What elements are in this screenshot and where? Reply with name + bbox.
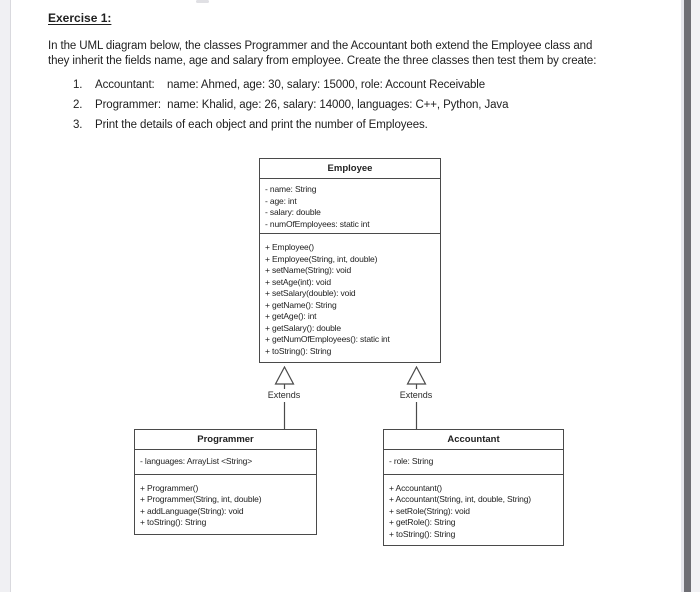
- uml-method-row: + Programmer(String, int, double): [140, 494, 262, 504]
- uml-method-row: + Programmer(): [140, 482, 199, 493]
- uml-method-row: + Accountant(): [389, 482, 442, 493]
- uml-field-row: - languages: ArrayList <String>: [140, 456, 253, 466]
- uml-method-row: + getAge(): int: [265, 311, 317, 321]
- uml-method-row: + getNumOfEmployees(): static int: [265, 334, 390, 344]
- uml-field-row: - age: int: [265, 195, 297, 206]
- uml-method-row: + getName(): String: [265, 299, 337, 310]
- list-item-text: Programmer: name: Khalid, age: 26, salar…: [95, 99, 509, 111]
- exercise-heading: Exercise 1:: [48, 11, 112, 25]
- uml-method-row: + Accountant(String, int, double, String…: [389, 494, 531, 504]
- clipped-text-artifact: [196, 0, 209, 3]
- intro-text-line: In the UML diagram below, the classes Pr…: [48, 40, 593, 52]
- uml-method-row: + toString(): String: [140, 517, 207, 527]
- list-item-accountant: 1. Accountant: name: Ahmed, age: 30, sala…: [73, 79, 485, 91]
- uml-class-title: Accountant: [384, 430, 563, 450]
- list-item-text: Print the details of each object and pri…: [95, 119, 428, 131]
- list-item-print: 3. Print the details of each object and p…: [73, 119, 428, 131]
- list-number: 2.: [73, 99, 83, 111]
- list-item-text: Accountant: name: Ahmed, age: 30, salary…: [95, 79, 486, 91]
- list-item-programmer: 2. Programmer: name: Khalid, age: 26, sal…: [73, 99, 508, 111]
- viewer-left-margin: [0, 0, 11, 592]
- uml-method-row: + addLanguage(String): void: [140, 505, 244, 516]
- uml-method-row: + setSalary(double): void: [265, 288, 356, 298]
- uml-methods-compartment: + Programmer() + Programmer(String, int,…: [135, 475, 316, 534]
- uml-field-row: - numOfEmployees: static int: [265, 218, 370, 229]
- uml-fields-compartment: - languages: ArrayList <String>: [135, 450, 316, 475]
- list-number: 3.: [73, 119, 83, 131]
- uml-method-row: + toString(): String: [389, 528, 456, 539]
- uml-method-row: + getRole(): String: [389, 517, 456, 527]
- uml-field-row: - role: String: [389, 456, 434, 466]
- uml-class-programmer: Programmer - languages: ArrayList <Strin…: [134, 429, 317, 535]
- viewer-right-margin: [691, 0, 700, 592]
- extends-label: Extends: [394, 389, 438, 402]
- uml-method-row: + getSalary(): double: [265, 322, 341, 333]
- uml-methods-compartment: + Accountant() + Accountant(String, int,…: [384, 475, 563, 546]
- uml-methods-compartment: + Employee() + Employee(String, int, dou…: [260, 234, 440, 362]
- list-number: 1.: [73, 79, 83, 91]
- extends-label: Extends: [262, 389, 306, 402]
- uml-method-row: + setName(String): void: [265, 265, 352, 275]
- window-edge-bar: [684, 0, 691, 592]
- uml-fields-compartment: - role: String: [384, 450, 563, 475]
- uml-method-row: + setRole(String): void: [389, 505, 470, 516]
- uml-class-accountant: Accountant - role: String + Accountant()…: [383, 429, 564, 546]
- uml-method-row: + toString(): String: [265, 345, 332, 356]
- uml-method-row: + Employee(String, int, double): [265, 253, 378, 264]
- uml-fields-compartment: - name: String - age: int - salary: doub…: [260, 179, 440, 234]
- uml-class-title: Employee: [260, 159, 440, 179]
- uml-field-row: - name: String: [265, 184, 317, 194]
- uml-class-employee: Employee - name: String - age: int - sal…: [259, 158, 441, 363]
- uml-method-row: + setAge(int): void: [265, 276, 331, 287]
- intro-text-line: they inherit the fields name, age and sa…: [48, 55, 597, 67]
- uml-class-title: Programmer: [135, 430, 316, 450]
- uml-method-row: + Employee(): [265, 242, 314, 252]
- page-right-edge: [681, 0, 684, 592]
- uml-field-row: - salary: double: [265, 207, 321, 217]
